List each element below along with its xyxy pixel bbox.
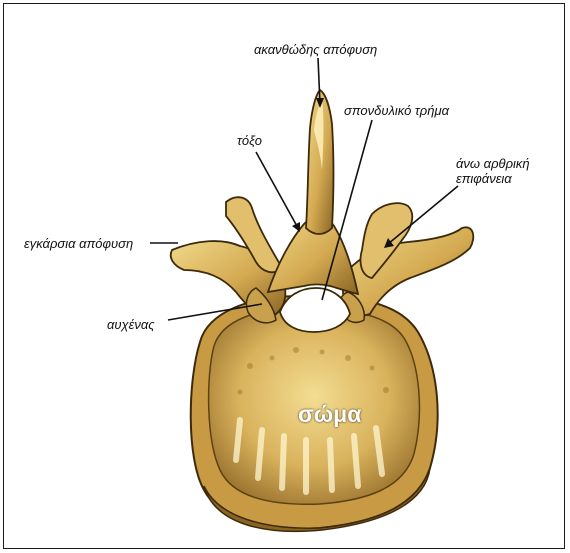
label-spinous-process: ακανθώδης απόφυση: [254, 42, 377, 57]
vertebral-foramen: [280, 288, 350, 332]
label-superior-articular-line1: άνω αρθρική: [456, 156, 530, 171]
leader-arch: [256, 152, 298, 228]
label-transverse-process: εγκάρσια απόφυση: [24, 236, 133, 251]
label-superior-articular: άνω αρθρική επιφάνεια: [456, 156, 530, 186]
label-pedicle: αυχένας: [107, 317, 155, 332]
label-vertebral-body: σώμα: [298, 401, 361, 427]
label-arch: τόξο: [237, 133, 262, 148]
label-vertebral-foramen: σπονδυλικό τρήμα: [344, 103, 449, 118]
label-superior-articular-line2: επιφάνεια: [456, 171, 530, 186]
